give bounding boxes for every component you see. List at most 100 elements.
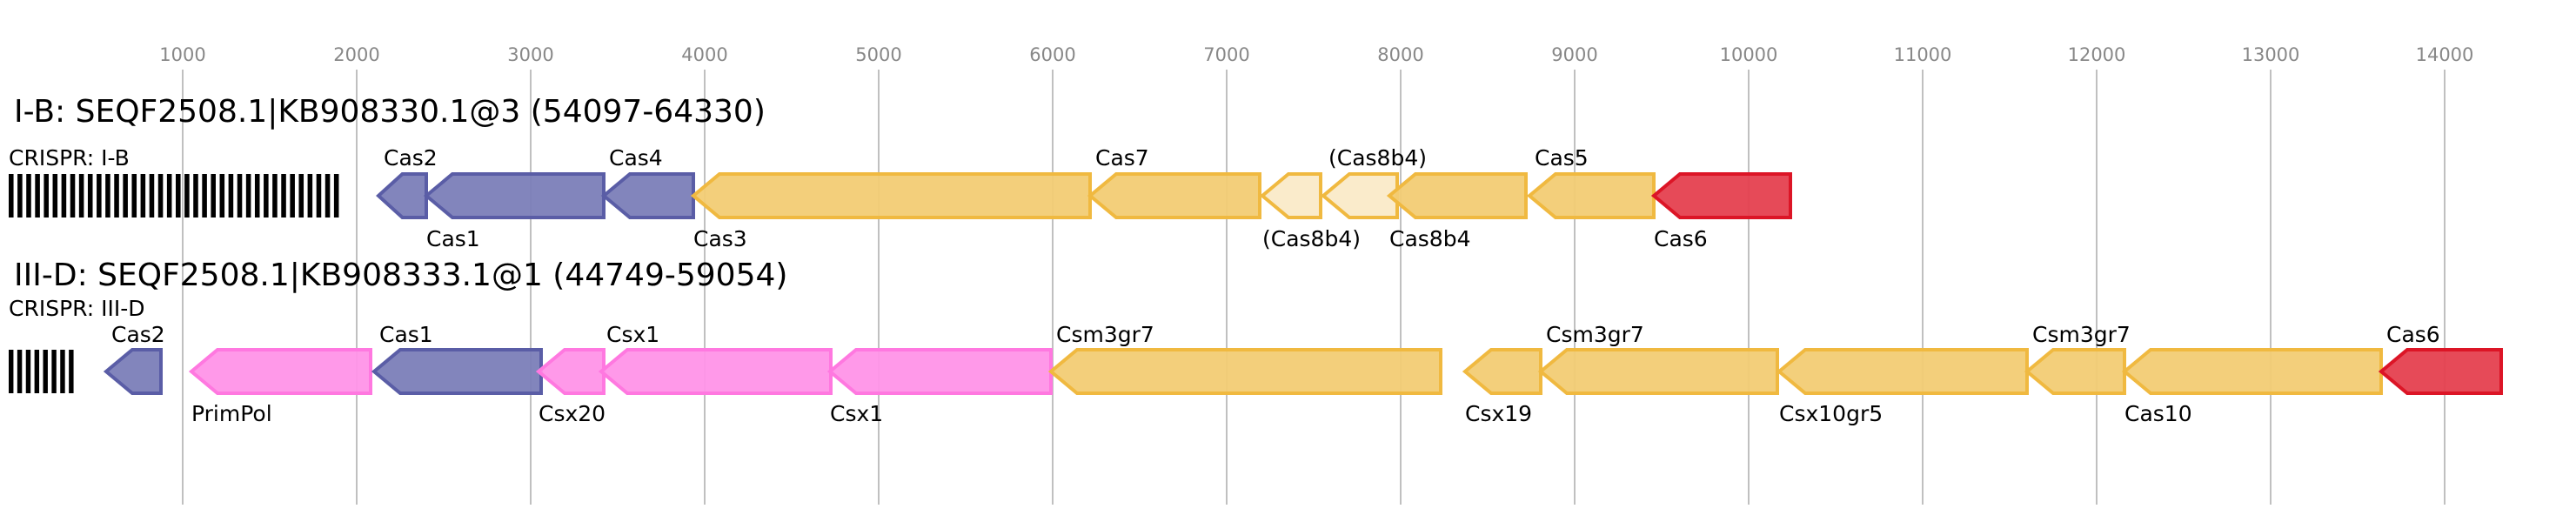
locus-title: III-D: SEQF2508.1|KB908333.1@1 (44749-59… (14, 258, 787, 293)
crispr-repeat (60, 350, 65, 393)
crispr-repeat (176, 174, 181, 218)
crispr-repeat (123, 174, 128, 218)
crispr-repeat (245, 174, 251, 218)
gene-arrow-csx20 (535, 348, 606, 395)
gene-arrow-cas2 (103, 348, 163, 395)
tick-label: 4000 (681, 44, 727, 65)
gene-label: Csx20 (539, 401, 606, 426)
crispr-repeat (140, 174, 146, 218)
gene-label: Csm3gr7 (1546, 322, 1644, 347)
gene-arrow-csm3gr7 (1537, 348, 1779, 395)
crispr-repeat (290, 174, 295, 218)
crispr-repeat (316, 174, 322, 218)
gene-label: Cas4 (609, 145, 663, 171)
gene-arrow-cas2 (376, 172, 428, 219)
crispr-repeat (26, 174, 31, 218)
gene-label: Csx19 (1465, 401, 1532, 426)
tick-label: 12000 (2068, 44, 2126, 65)
tick-label: 9000 (1551, 44, 1597, 65)
tick-label: 2000 (333, 44, 379, 65)
tick-label: 13000 (2242, 44, 2300, 65)
crispr-repeat (325, 174, 331, 218)
crispr-repeat (272, 174, 278, 218)
gene-arrow-csx1 (598, 348, 833, 395)
crispr-repeat (131, 174, 137, 218)
crispr-repeat (97, 174, 102, 218)
gene-label: Cas5 (1535, 145, 1589, 171)
gene-label: Csx10gr5 (1779, 401, 1883, 426)
gene-arrow-cas7 (1087, 172, 1261, 219)
gene-arrow-cas8b4 (1259, 172, 1322, 219)
gene-label: Csm3gr7 (1056, 322, 1154, 347)
crispr-repeat (70, 174, 76, 218)
gene-arrow-csx1 (826, 348, 1053, 395)
gene-label: Cas2 (111, 322, 165, 347)
crispr-repeat (211, 174, 216, 218)
gene-arrow-cas8b4 (1386, 172, 1528, 219)
gene-label: (Cas8b4) (1328, 145, 1427, 171)
crispr-repeat (149, 174, 155, 218)
crispr-array-label: CRISPR: III-D (9, 296, 145, 321)
tick-label: 6000 (1029, 44, 1075, 65)
crispr-repeat (281, 174, 286, 218)
crispr-array-label: CRISPR: I-B (9, 145, 130, 171)
crispr-repeat (17, 350, 23, 393)
gene-arrow-cas3 (690, 172, 1092, 219)
crispr-repeat (166, 174, 172, 218)
gene-label: Cas6 (2386, 322, 2440, 347)
crispr-repeat (219, 174, 225, 218)
gene-arrow-cas4 (600, 172, 695, 219)
crispr-repeat (17, 174, 23, 218)
tick-label: 3000 (507, 44, 553, 65)
locus-title: I-B: SEQF2508.1|KB908330.1@3 (54097-6433… (14, 94, 766, 130)
crispr-repeat (52, 174, 58, 218)
gene-arrow-primpol (188, 348, 372, 395)
gene-label: Csx1 (830, 401, 883, 426)
crispr-repeat (43, 174, 49, 218)
gene-arrow-cas1 (423, 172, 606, 219)
crispr-repeat (105, 174, 110, 218)
gene-label: Cas7 (1095, 145, 1149, 171)
crispr-repeat (9, 350, 14, 393)
gene-label: Cas6 (1654, 226, 1708, 251)
gene-label: Csx1 (606, 322, 659, 347)
gene-label: PrimPol (191, 401, 272, 426)
gene-label: Csm3gr7 (2032, 322, 2131, 347)
crispr-repeat (202, 174, 207, 218)
crispr-repeat (35, 174, 40, 218)
crispr-repeat (78, 174, 84, 218)
gene-arrow-cas6 (1650, 172, 1792, 219)
tick-label: 7000 (1203, 44, 1249, 65)
gene-arrow-csx19 (1462, 348, 1542, 395)
gene-label: Cas10 (2124, 401, 2192, 426)
crispr-repeat (9, 174, 14, 218)
crispr-repeat (69, 350, 74, 393)
crispr-repeat (193, 174, 198, 218)
gene-arrow-cas8b4 (1320, 172, 1399, 219)
crispr-repeat (307, 174, 313, 218)
gene-arrow-csx10gr5 (1776, 348, 2029, 395)
crispr-repeat (333, 174, 339, 218)
crispr-repeat (34, 350, 40, 393)
crispr-repeat (184, 174, 190, 218)
crispr-repeat (25, 350, 31, 393)
tick-label: 1000 (159, 44, 205, 65)
crispr-repeat (228, 174, 234, 218)
gene-arrow-cas10 (2121, 348, 2383, 395)
gene-arrow-cas5 (1526, 172, 1656, 219)
gene-label: Cas1 (379, 322, 433, 347)
gene-label: Cas3 (693, 226, 747, 251)
crispr-repeat (237, 174, 243, 218)
gene-label: (Cas8b4) (1262, 226, 1361, 251)
crispr-repeat (114, 174, 119, 218)
gene-label: Cas1 (426, 226, 480, 251)
crispr-repeat (61, 174, 67, 218)
gene-arrow-cas1 (371, 348, 543, 395)
tick-label: 8000 (1377, 44, 1423, 65)
crispr-repeat (43, 350, 48, 393)
crispr-repeat (264, 174, 269, 218)
crispr-repeat (51, 350, 57, 393)
tick-label: 14000 (2416, 44, 2474, 65)
crispr-repeat (157, 174, 164, 218)
